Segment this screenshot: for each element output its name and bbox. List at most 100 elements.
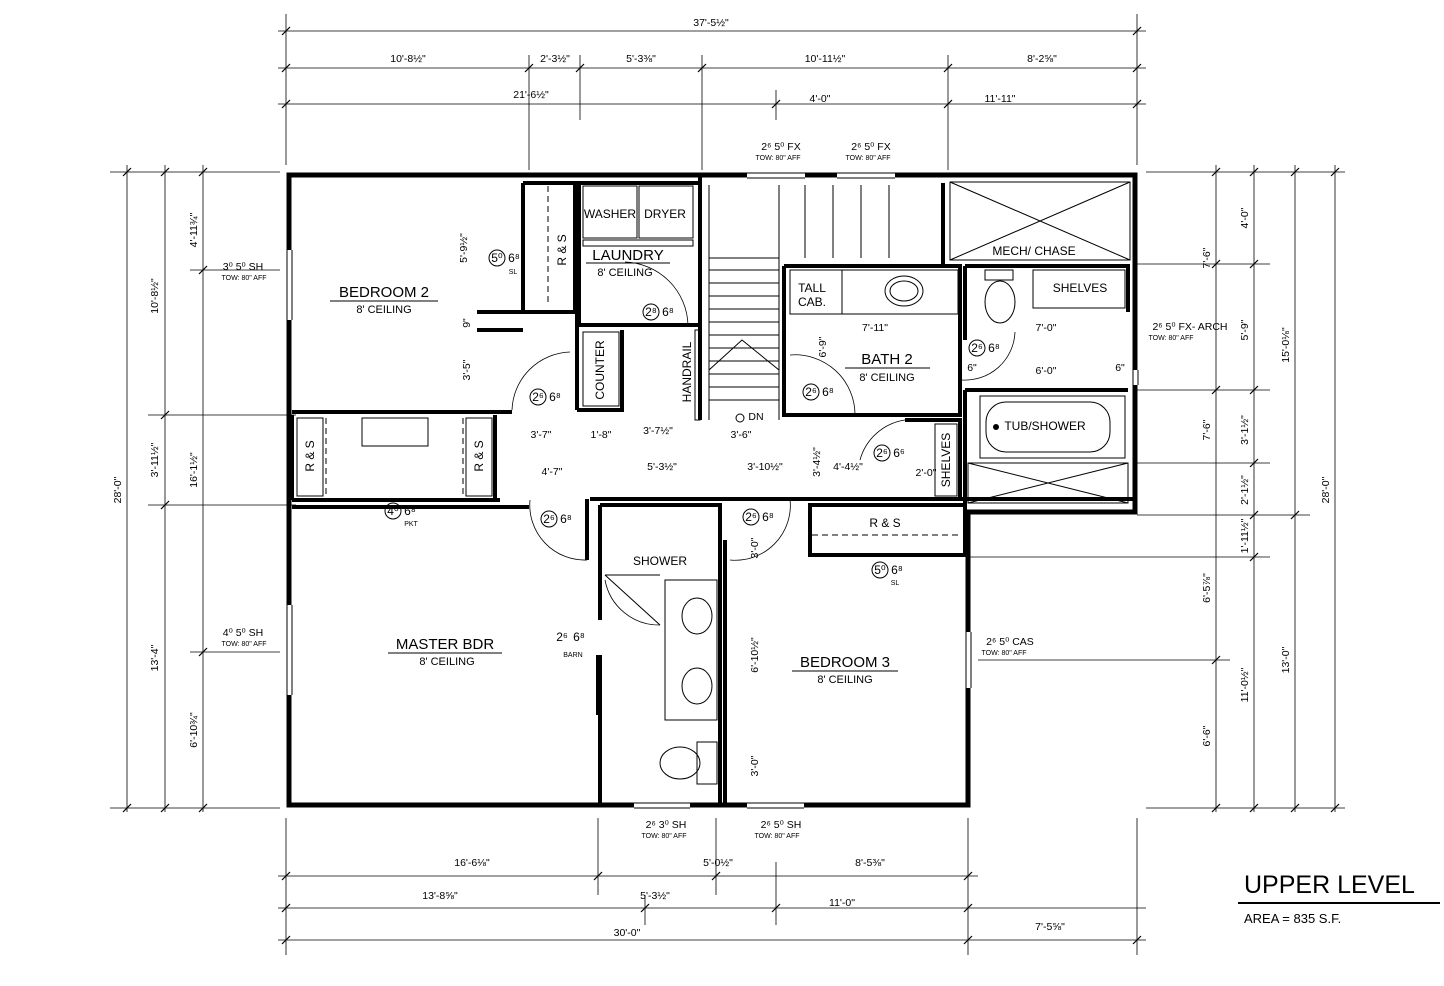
label-mech-chase: MECH/ CHASE: [992, 244, 1075, 258]
dim-in-36: 3'-6": [731, 429, 752, 441]
window-left-upper-size: 3⁰ 5⁰ SH: [223, 261, 264, 273]
door-bed2-h: 6⁸: [549, 390, 561, 404]
dim-left-f: 13'-4": [149, 644, 161, 671]
dim-in-310: 3'-10½": [747, 461, 783, 473]
window-bottom-left-tow: TOW: 80" AFF: [641, 833, 686, 840]
dim-bot-h: 7'-5⅝": [1035, 921, 1065, 933]
dim-top-f: 21'-6½": [513, 89, 549, 101]
ceiling-laundry: 8' CEILING: [597, 267, 652, 279]
window-bottom-right-size: 2⁶ 5⁰ SH: [761, 819, 802, 831]
window-top-right-tow: TOW: 80" AFF: [845, 155, 890, 162]
door-swings: [511, 261, 1016, 626]
door-laundry-h: 6⁸: [662, 305, 674, 319]
label-shelves-top: SHELVES: [1053, 281, 1107, 295]
label-tall-cab-1: TALL: [798, 281, 826, 295]
dim-in-30b: 3'-0": [749, 755, 761, 776]
interior-partitions: [290, 175, 1135, 805]
label-tall-cab-2: CAB.: [798, 295, 826, 309]
door-bath2-h: 6⁸: [822, 385, 834, 399]
door-bed3-w: 2⁶: [745, 510, 757, 524]
dim-right-f: 3'-1½": [1239, 415, 1251, 445]
dim-in-18: 1'-8": [591, 429, 612, 441]
dim-top-d: 10'-11½": [805, 53, 846, 65]
door-barn-w: 2⁶: [556, 630, 568, 644]
window-left-upper-tow: TOW: 80" AFF: [221, 275, 266, 282]
door-bed3-closet-h: 6⁸: [891, 563, 903, 577]
ceiling-bedroom-2: 8' CEILING: [356, 304, 411, 316]
dim-in-70: 7'-0": [1036, 322, 1057, 334]
door-linen-w: 2⁶: [876, 446, 888, 460]
label-shelves-side: SHELVES: [939, 433, 953, 487]
dim-top-b: 2'-3½": [540, 53, 570, 65]
window-bottom-left-size: 2⁶ 3⁰ SH: [646, 819, 687, 831]
room-bedroom-2: BEDROOM 2: [339, 284, 429, 301]
room-bath-2: BATH 2: [861, 351, 912, 368]
label-dryer: DRYER: [644, 207, 686, 221]
dim-in-34: 3'-4½": [811, 447, 823, 477]
dim-left-c: 3'-11½": [149, 442, 161, 477]
door-barn-type: BARN: [563, 652, 582, 659]
dim-in-37h: 3'-7½": [643, 425, 673, 437]
dim-right-a: 4'-0": [1239, 207, 1251, 228]
door-master-w: 2⁶: [543, 512, 555, 526]
dim-top-a: 10'-8½": [390, 53, 426, 65]
dim-left-g: 6'-10¾": [188, 712, 200, 748]
dim-right-h: 28'-0": [1320, 476, 1332, 503]
dim-left-b: 10'-8½": [149, 278, 161, 314]
door-bed2-closet-w: 5⁰: [491, 251, 503, 265]
window-left-lower-size: 4⁰ 5⁰ SH: [223, 627, 264, 639]
fixture-labels: WASHER DRYER MECH/ CHASE SHELVES TALL CA…: [303, 207, 1107, 568]
ceiling-bedroom-3: 8' CEILING: [817, 674, 872, 686]
label-counter: COUNTER: [593, 340, 607, 400]
dim-in-20: 2'-0": [916, 467, 937, 479]
dim-left-d: 16'-1½": [188, 452, 200, 488]
dim-bot-g: 30'-0": [614, 927, 641, 939]
window-bottom-right-tow: TOW: 80" AFF: [754, 833, 799, 840]
label-rs-bed2: R & S: [555, 234, 569, 265]
dim-in-b2h: 5'-9½": [458, 233, 470, 263]
dim-in-6b: 6": [1115, 362, 1125, 374]
dim-in-60: 6'-0": [1036, 365, 1057, 377]
label-tub-shower: TUB/SHOWER: [1004, 419, 1086, 433]
door-bed3-h: 6⁸: [762, 510, 774, 524]
dim-right-i: 1'-11½": [1239, 518, 1251, 553]
label-rs-master-left: R & S: [303, 440, 317, 471]
ceiling-bath-2: 8' CEILING: [859, 372, 914, 384]
window-right-upper-tow: TOW: 80" AFF: [1148, 335, 1193, 342]
label-shower: SHOWER: [633, 554, 687, 568]
dim-right-c: 5'-9": [1239, 319, 1251, 340]
dim-right-e: 7'-6": [1201, 419, 1213, 440]
dim-top-g: 4'-0": [810, 93, 831, 105]
dim-right-m: 6'-6": [1201, 725, 1213, 746]
window-top-left-tow: TOW: 80" AFF: [755, 155, 800, 162]
dim-top-c: 5'-3⅜": [626, 53, 656, 65]
dim-bot-d: 13'-8⅝": [422, 890, 458, 902]
dim-in-30a: 3'-0": [749, 537, 761, 558]
dim-right-k: 13'-0": [1280, 646, 1292, 673]
door-tags: 5⁰ 6⁸ SL 2⁸ 6⁸ 2⁶ 6⁸ 2⁶ 6⁸ 2⁶ 6⁸ 2⁶ 6⁶ 4…: [384, 249, 1000, 659]
door-bed3-closet-w: 5⁰: [874, 563, 886, 577]
door-bed3-closet-type: SL: [891, 580, 900, 587]
dim-in-610: 6'-10½": [749, 637, 761, 673]
room-bedroom-3: BEDROOM 3: [800, 654, 890, 671]
dim-top-overall: 37'-5½": [693, 17, 729, 29]
dim-right-j: 6'-5⅞": [1201, 573, 1213, 603]
dim-bot-a: 16'-6⅛": [454, 857, 490, 869]
title-block: UPPER LEVEL AREA = 835 S.F.: [1238, 871, 1440, 926]
window-right-lower-size: 2⁶ 5⁰ CAS: [986, 636, 1034, 648]
door-bed2-closet-h: 6⁸: [508, 251, 520, 265]
dim-in-9: 9": [461, 318, 473, 328]
dim-right-l: 11'-0½": [1239, 667, 1251, 702]
dim-bot-e: 5'-3½": [640, 890, 670, 902]
dimension-lines: [110, 14, 1345, 955]
dimension-text: 37'-5½" 10'-8½" 2'-3½" 5'-3⅜" 10'-11½" 8…: [112, 17, 1332, 939]
dim-left-a: 4'-11¾": [188, 212, 200, 247]
door-laundry-w: 2⁸: [645, 305, 657, 319]
door-linen-h: 6⁶: [893, 446, 905, 460]
room-laundry: LAUNDRY: [592, 247, 663, 264]
dim-in-47: 4'-7": [542, 466, 563, 478]
dim-right-b: 7'-6": [1201, 247, 1213, 268]
room-labels: BEDROOM 2 8' CEILING LAUNDRY 8' CEILING …: [330, 247, 930, 686]
dim-in-53: 5'-3½": [647, 461, 677, 473]
door-bath3-h: 6⁸: [988, 341, 1000, 355]
